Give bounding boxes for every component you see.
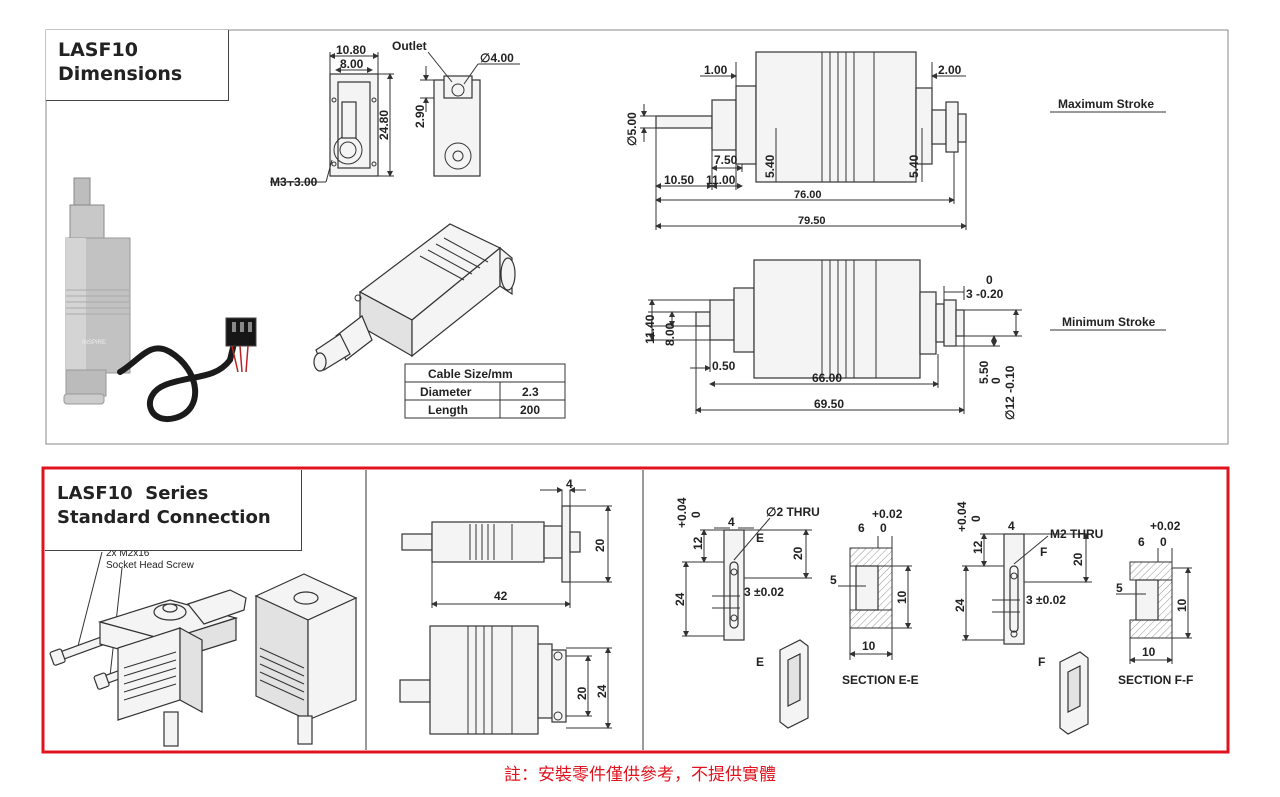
dim-66-00: 66.00 (812, 371, 842, 385)
e-dim-12: 12 (691, 536, 705, 550)
outlet-view (420, 51, 520, 177)
max-stroke-view (640, 51, 1166, 230)
max-stroke-label: Maximum Stroke (1058, 97, 1154, 111)
e-dim-10-v: 10 (895, 590, 909, 604)
dim-m3: M3⫟3.00 (270, 175, 318, 189)
cable-table-header: Cable Size/mm (428, 367, 513, 381)
dim-11-40: 11.40 (643, 314, 657, 344)
f-dim-12: 12 (971, 540, 985, 554)
dim-2-00: 2.00 (938, 63, 962, 77)
dim-dia-5-00: ∅5.00 (625, 112, 639, 146)
isometric-actuator (313, 223, 516, 372)
dim-b-4: 4 (566, 477, 573, 491)
e-label: E (756, 655, 764, 669)
bottom-title-box: LASF10 Series Standard Connection (45, 470, 302, 551)
min-stroke-view (648, 259, 1166, 414)
e-dim-3: 3 ±0.02 (744, 585, 784, 599)
dim-dia-12-tol: ∅12 -0.10 (1003, 365, 1017, 420)
dim-79-50: 79.50 (798, 215, 826, 227)
dim-dia-12-upper: 0 (989, 377, 1003, 384)
f-thru: M2 THRU (1050, 527, 1103, 541)
e-fit-upper: +0.02 (872, 507, 903, 521)
dim-5-40-b: 5.40 (907, 154, 921, 178)
e-dim-6: 6 (858, 521, 865, 535)
dim-10-50: 10.50 (664, 173, 694, 187)
outlet-label: Outlet (392, 39, 427, 53)
dim-10-80: 10.80 (336, 43, 366, 57)
top-title-line1: LASF10 (58, 39, 138, 61)
e-marker: E (756, 531, 764, 545)
screw-note-2: Socket Head Screw (106, 560, 195, 571)
f-label: F (1038, 655, 1045, 669)
dim-b-42: 42 (494, 589, 508, 603)
e-dim-20: 20 (791, 546, 805, 560)
cable-table (404, 363, 566, 419)
product-photo: INSPIRE (63, 177, 257, 423)
f-fit-upper: +0.02 (1150, 519, 1181, 533)
top-title-box: LASF10 Dimensions (46, 30, 229, 101)
dim-b-20: 20 (593, 538, 607, 552)
dim-7-50: 7.50 (714, 153, 738, 167)
screw-note-1: 2x M2x16 (106, 548, 150, 559)
f-dim-24: 24 (953, 598, 967, 612)
top-title-line2: Dimensions (58, 63, 183, 85)
cable-diameter-label: Diameter (420, 385, 472, 399)
front-view (270, 52, 394, 183)
dim-b-24: 24 (595, 684, 609, 698)
top-panel-frame (45, 29, 1229, 445)
cable-length-value: 200 (520, 403, 540, 417)
e-fit-lower: 0 (880, 521, 887, 535)
dim-3-tol: 3 -0.20 (966, 287, 1004, 301)
e-tol-lower: 0 (689, 511, 703, 518)
section-e-group (682, 517, 912, 729)
cable-diameter-value: 2.3 (522, 385, 539, 399)
dim-1-00: 1.00 (704, 63, 728, 77)
e-dim-10-h: 10 (862, 639, 876, 653)
footnote: 註：安裝零件僅供參考，不提供實體 (504, 765, 776, 785)
f-dim-20: 20 (1071, 552, 1085, 566)
dim-11-00: 11.00 (706, 173, 736, 187)
dim-b-20-b: 20 (575, 686, 589, 700)
dim-tol-upper: 0 (986, 273, 993, 287)
e-thru: ∅2 THRU (766, 505, 820, 519)
section-e-caption: SECTION E-E (842, 673, 919, 687)
dim-8-00-b: 8.00 (663, 322, 677, 346)
f-dim-5: 5 (1116, 581, 1123, 595)
f-tol-lower: 0 (969, 515, 983, 522)
dim-69-50: 69.50 (814, 397, 844, 411)
e-dim-4: 4 (728, 515, 735, 529)
dim-dia-4-00: ∅4.00 (480, 51, 514, 65)
f-tol-upper: +0.04 (955, 501, 969, 532)
dim-8-00: 8.00 (340, 57, 364, 71)
connection-side-view (401, 487, 612, 608)
dim-0-50: 0.50 (712, 359, 736, 373)
dim-76-00: 76.00 (794, 189, 822, 201)
f-dim-10-v: 10 (1175, 598, 1189, 612)
dim-24-80: 24.80 (377, 110, 391, 140)
f-dim-4: 4 (1008, 519, 1015, 533)
dim-2-90: 2.90 (413, 104, 427, 128)
section-f-group (962, 533, 1192, 735)
exploded-assembly (49, 551, 358, 747)
f-dim-6: 6 (1138, 535, 1145, 549)
connection-top-view (399, 625, 612, 735)
section-f-caption: SECTION F-F (1118, 673, 1193, 687)
cable-length-label: Length (428, 403, 468, 417)
bottom-title-line1: LASF10 Series (57, 483, 209, 504)
bottom-title-line2: Standard Connection (57, 507, 271, 528)
f-fit-lower: 0 (1160, 535, 1167, 549)
product-logo: INSPIRE (82, 340, 106, 346)
dim-5-40-a: 5.40 (763, 154, 777, 178)
f-marker: F (1040, 545, 1047, 559)
min-stroke-label: Minimum Stroke (1062, 315, 1156, 329)
e-tol-upper: +0.04 (675, 497, 689, 528)
e-dim-24: 24 (673, 592, 687, 606)
f-dim-3: 3 ±0.02 (1026, 593, 1066, 607)
f-dim-10-h: 10 (1142, 645, 1156, 659)
dim-5-50: 5.50 (977, 360, 991, 384)
e-dim-5: 5 (830, 573, 837, 587)
